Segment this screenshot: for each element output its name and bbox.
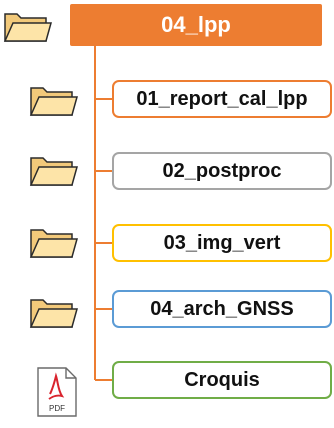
pdf-icon-label: PDF [49,404,65,413]
pdf-file-icon: PDF [37,367,77,417]
folder-icon [29,229,78,258]
tree-connector-branch [95,308,113,310]
root-folder-icon [3,13,52,42]
folder-node-postproc[interactable]: 02_postproc [112,152,332,190]
tree-connector-branch [95,170,113,172]
folder-icon [29,157,78,186]
tree-connector-branch [95,98,113,100]
file-node-croquis[interactable]: Croquis [112,361,332,399]
tree-connector-branch [95,379,113,381]
tree-connector-branch [95,242,113,244]
folder-icon [29,299,78,328]
folder-icon [29,87,78,116]
tree-connector-vertical [94,46,96,380]
folder-node-arch-gnss[interactable]: 04_arch_GNSS [112,290,332,328]
folder-node-img-vert[interactable]: 03_img_vert [112,224,332,262]
root-folder-node[interactable]: 04_lpp [70,4,322,46]
folder-node-report-cal[interactable]: 01_report_cal_lpp [112,80,332,118]
